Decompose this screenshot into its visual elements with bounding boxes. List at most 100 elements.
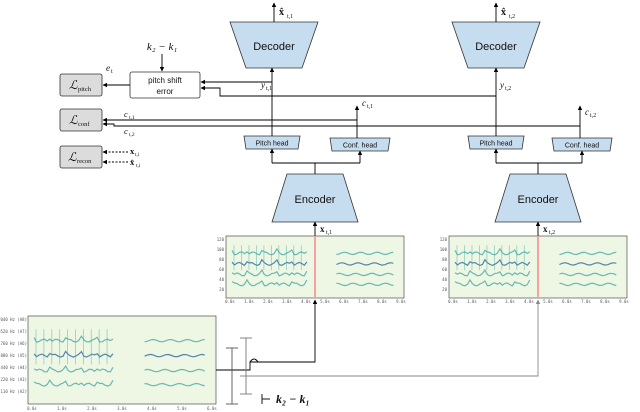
spectrogram-left-y-tick: 100 (217, 247, 225, 252)
harmonic-trace (144, 353, 205, 358)
x-t2-label: x (543, 224, 548, 234)
loss-pitch-symbol: ℒ (69, 78, 78, 92)
harmonic-trace (33, 350, 114, 358)
loss-pitch-sub: pitch (78, 86, 92, 93)
spectrogram-big-y-tick: 1760 Hz (A6) (0, 341, 27, 346)
spectrogram-big-x-tick: 0.0s (27, 406, 37, 411)
spectrogram-right-x-tick: 7.0s (581, 299, 591, 304)
harmonic-trace (559, 262, 617, 266)
spectrogram-right-x-tick: 1.0s (467, 299, 477, 304)
spectrogram-right-y-tick: 100 (440, 247, 448, 252)
harmonic-trace (144, 338, 205, 343)
harmonic-trace (454, 278, 531, 287)
harmonic-trace (559, 251, 617, 256)
spectrogram-left-x-tick: 8.0s (377, 299, 387, 304)
xhat-t1-label: x̂ (279, 7, 284, 18)
y-t2-sub: t,2 (505, 86, 511, 92)
harmonic-trace (454, 247, 531, 256)
spectrogram-big-y-tick: 110 Hz (A2) (1, 389, 28, 394)
spectrogram-left-x-tick: 1.0s (244, 299, 254, 304)
y-t1-sub: t,1 (266, 86, 272, 92)
x-t1-sub: t,1 (326, 230, 332, 236)
spectrogram-left-y-tick: 60 (219, 267, 224, 272)
c-t2-loss-label: c (124, 126, 128, 136)
pitch-head-right-label: Pitch head (479, 141, 512, 148)
spectrogram-left-y-tick: 20 (219, 287, 224, 292)
harmonic-trace (454, 268, 531, 277)
spectrogram-left-x-tick: 3.0s (282, 299, 292, 304)
encoder-right-label: Encoder (518, 194, 559, 206)
xhat-ti-label: x̂ (130, 157, 135, 167)
spectrogram-right-x-tick: 4.0s (524, 299, 534, 304)
spectrogram-left-x-tick: 0.0s (225, 299, 235, 304)
k-diff-top-label: k₂ − k₁ (147, 41, 178, 53)
y-t2-label: y (499, 80, 504, 90)
harmonic-trace (559, 282, 617, 287)
spectrogram-right-x-tick: 9.0s (619, 299, 629, 304)
spectrogram-big-x-tick: 1.0s (57, 406, 67, 411)
spectrogram-big-x-tick: 4.0s (147, 406, 157, 411)
spectrogram-right-x-tick: 0.0s (448, 299, 458, 304)
spectrogram-right-y-tick: 80 (442, 257, 447, 262)
spectrogram-big-x-tick: 6.0s (207, 406, 217, 411)
harmonic-trace (559, 272, 617, 277)
loss-conf-symbol: ℒ (69, 113, 78, 127)
spectrogram-right-x-tick: 8.0s (600, 299, 610, 304)
spectrogram-left-x-tick: 5.0s (320, 299, 330, 304)
c-t1-loss-label: c (124, 109, 128, 119)
spectrogram-right-y-tick: 40 (442, 277, 447, 282)
c-t2-top-sub: t,2 (590, 113, 596, 119)
encoder-right: Encoder (494, 173, 582, 223)
spectrogram-left-x-tick: 7.0s (358, 299, 368, 304)
spectrogram-big-x-tick: 2.0s (87, 406, 97, 411)
spectrogram-right-x-tick: 2.0s (486, 299, 496, 304)
spectrogram-left-x-tick: 4.0s (301, 299, 311, 304)
spectrogram-left-y-tick: 80 (219, 257, 224, 262)
harmonic-trace (144, 382, 205, 387)
spectrogram-big-y-tick: 220 Hz (A3) (1, 377, 28, 382)
decoder-right-label: Decoder (475, 41, 517, 53)
conf-head-left: Conf. head (329, 137, 391, 152)
pitch-head-left-label: Pitch head (255, 141, 288, 148)
y-t1-label: y (260, 80, 265, 90)
spectrogram-crop-2 (448, 235, 628, 299)
spectrogram-big-y-tick: 3520 Hz (A7) (0, 329, 27, 334)
xhat-t2-label: x̂ (501, 7, 506, 18)
c-t2-top-label: c (585, 107, 589, 117)
spectrogram-left-y-tick: 40 (219, 277, 224, 282)
loss-recon-symbol: ℒ (68, 150, 77, 164)
xhat-t2-sub: t,2 (509, 14, 515, 20)
loss-conf-sub: conf (78, 121, 90, 128)
spectrogram-left-x-tick: 9.0s (396, 299, 406, 304)
spectrogram-right-y-tick: 60 (442, 267, 447, 272)
e-t-sub: t (111, 69, 113, 75)
spectrogram-right-x-tick: 3.0s (505, 299, 515, 304)
harmonic-trace (336, 262, 394, 266)
pitch-head-left: Pitch head (243, 135, 301, 150)
harmonic-trace (231, 278, 308, 287)
harmonic-trace (231, 258, 308, 267)
loss-conf-box: ℒ conf (59, 108, 103, 132)
harmonic-trace (33, 335, 114, 343)
e-t-label: e (106, 63, 110, 73)
x-t2-sub: t,2 (549, 230, 555, 236)
spectrogram-left-x-tick: 2.0s (263, 299, 273, 304)
spectrogram-right-y-tick: 20 (442, 287, 447, 292)
spectrogram-full (27, 315, 217, 405)
xhat-t2-output: x̂ t,2 (493, 2, 515, 22)
spectrogram-big-x-tick: 5.0s (177, 406, 187, 411)
spectrogram-left-x-tick: 6.0s (339, 299, 349, 304)
harmonic-trace (144, 368, 205, 373)
harmonic-trace (336, 272, 394, 277)
conf-head-right: Conf. head (551, 137, 613, 152)
spectrogram-left-y-tick: 120 (217, 237, 225, 242)
pitch-head-right: Pitch head (467, 135, 525, 150)
x-ti-sub: t,i (135, 152, 140, 158)
harmonic-trace (33, 364, 114, 373)
harmonic-trace (231, 247, 308, 256)
k-diff-bottom-label: k₂ − k₁ (276, 392, 310, 406)
encoder-left-label: Encoder (295, 194, 336, 206)
xhat-t1-output: x̂ t,1 (271, 2, 293, 22)
pitch-shift-error-line1: pitch shift (148, 76, 183, 85)
harmonic-trace (231, 268, 308, 277)
